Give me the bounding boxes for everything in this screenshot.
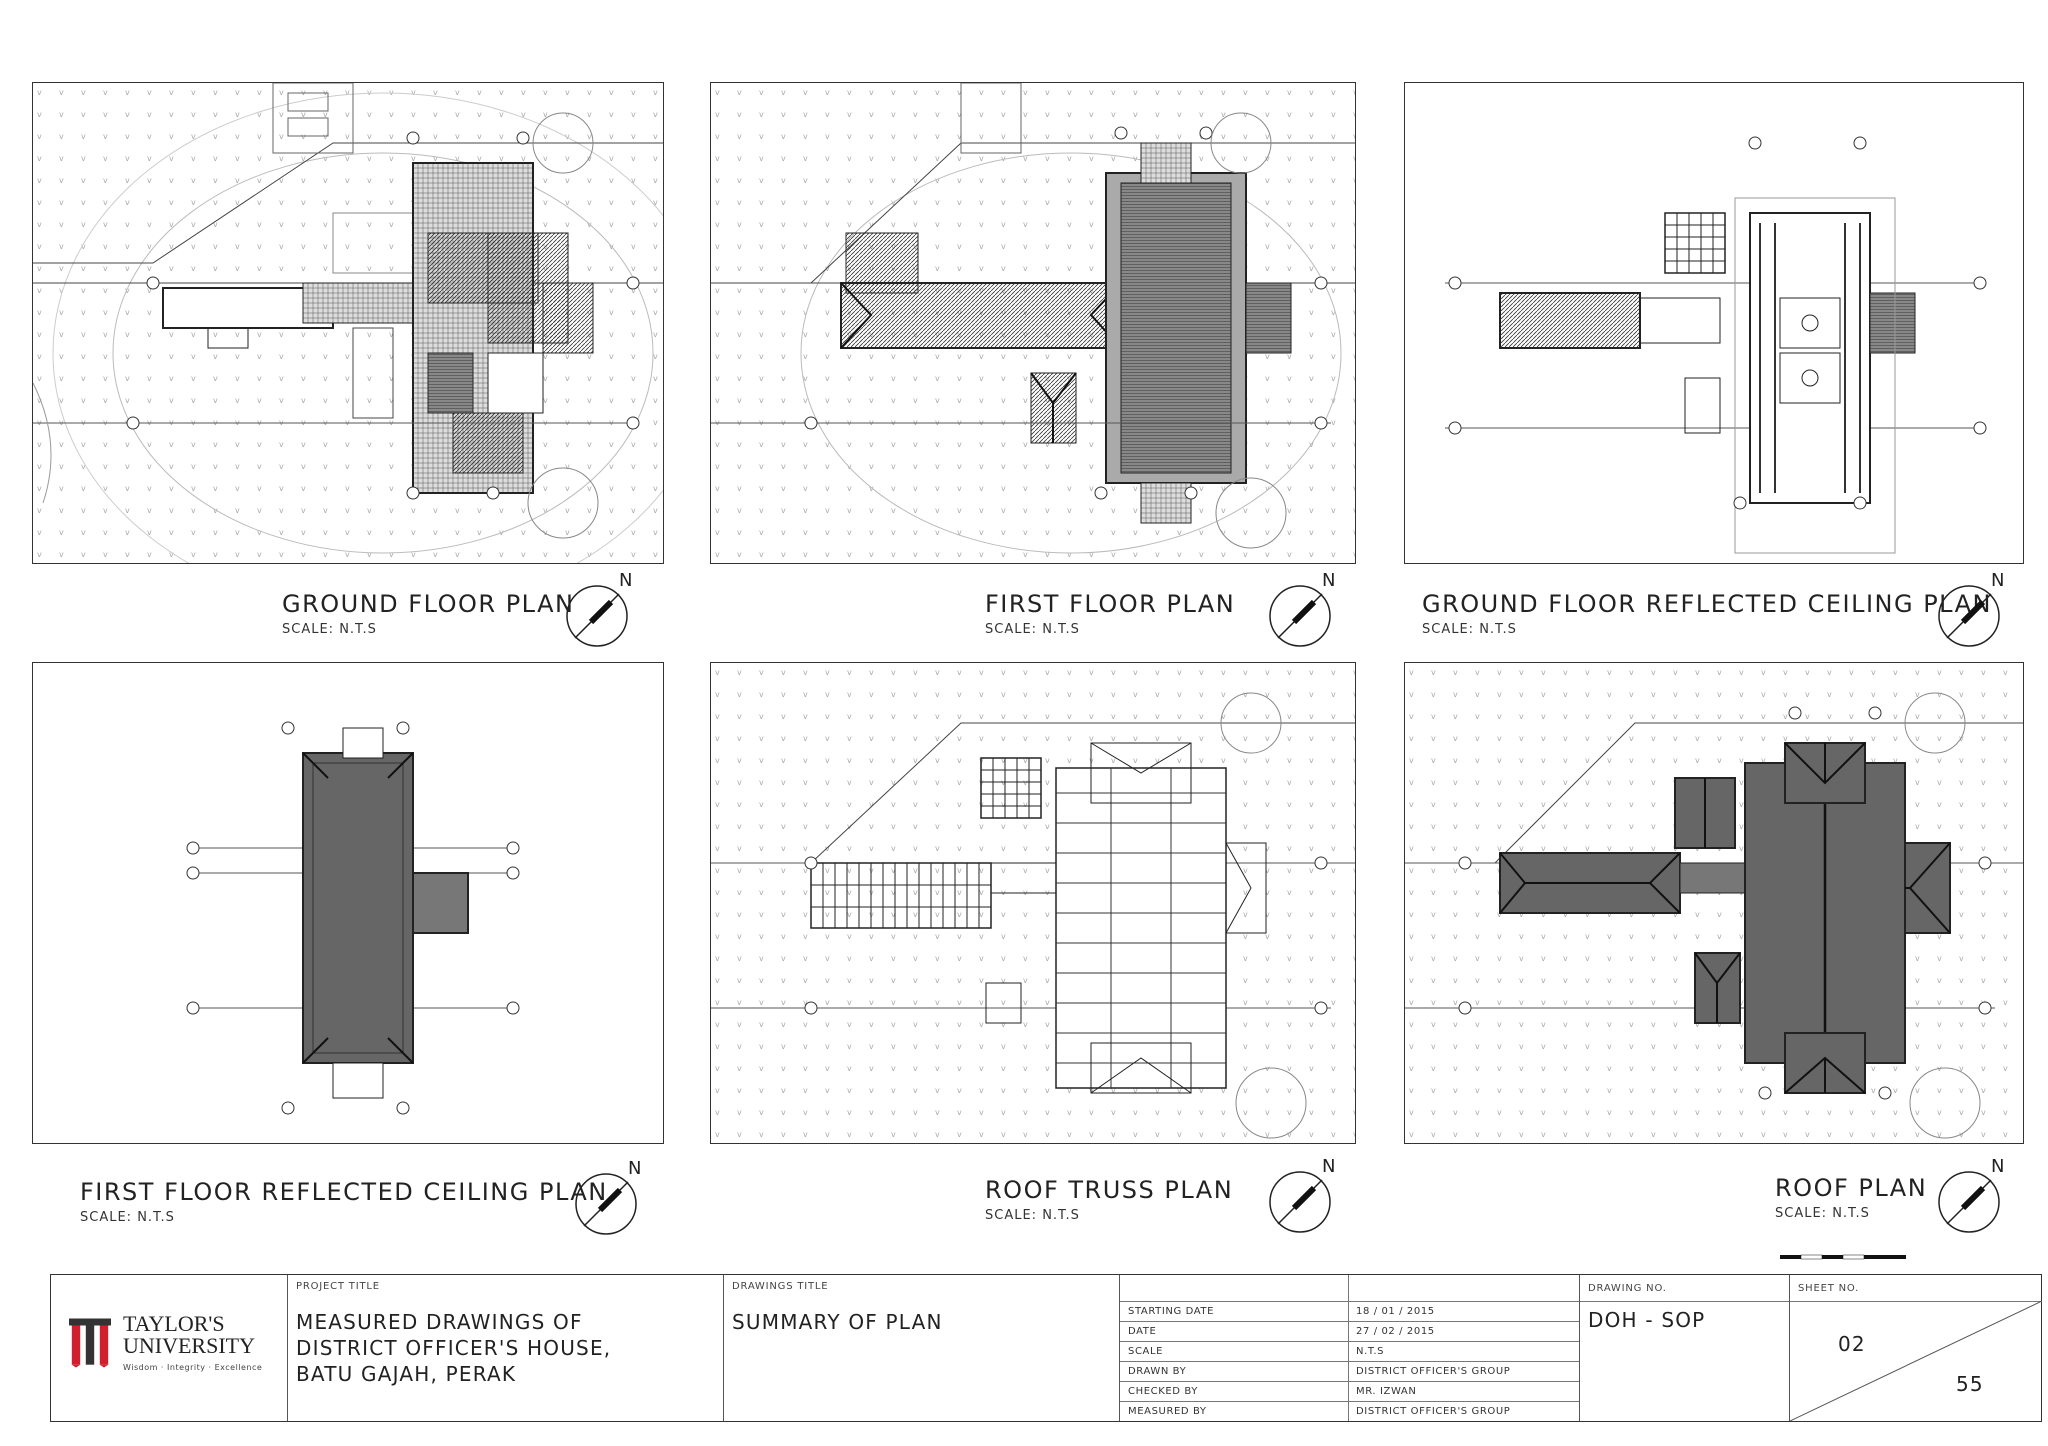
plan-scale-roof-truss: SCALE: N.T.S <box>985 1208 1080 1223</box>
project-title-cell: PROJECT TITLE MEASURED DRAWINGS OF DISTR… <box>287 1275 724 1421</box>
drawings-title-label: DRAWINGS TITLE <box>732 1281 829 1292</box>
info-value: 18 / 01 / 2015 <box>1356 1306 1435 1317</box>
north-label: N <box>1991 570 2004 591</box>
info-label: DATE <box>1128 1326 1157 1337</box>
sheet-divider <box>1790 1301 2042 1421</box>
info-value: DISTRICT OFFICER'S GROUP <box>1356 1406 1511 1417</box>
roof-plan-svg <box>1405 663 2023 1143</box>
plan-scale-ground-floor: SCALE: N.T.S <box>282 622 377 637</box>
plan-title-roof: ROOF PLAN <box>1775 1174 1928 1202</box>
ground-floor-rcp-drawing <box>1404 82 2024 564</box>
north-arrow-icon: N <box>568 1158 644 1242</box>
project-title-label: PROJECT TITLE <box>296 1281 380 1292</box>
drawings-title-cell: DRAWINGS TITLE SUMMARY OF PLAN <box>723 1275 1120 1421</box>
drawing-no: DOH - SOP <box>1588 1308 1706 1332</box>
plan-title-roof-truss: ROOF TRUSS PLAN <box>985 1176 1234 1204</box>
plan-scale-first-floor-rcp: SCALE: N.T.S <box>80 1210 175 1225</box>
info-label: MEASURED BY <box>1128 1406 1207 1417</box>
info-label: SCALE <box>1128 1346 1164 1357</box>
north-label: N <box>1322 570 1335 591</box>
sheet-total: 55 <box>1956 1372 1984 1396</box>
north-label: N <box>628 1158 641 1179</box>
info-label: STARTING DATE <box>1128 1306 1215 1317</box>
info-label: DRAWN BY <box>1128 1366 1187 1377</box>
north-label: N <box>619 570 632 591</box>
plan-title-ground-floor-rcp: GROUND FLOOR REFLECTED CEILING PLAN <box>1422 590 1992 618</box>
north-arrow-icon: N <box>1931 570 2007 654</box>
first-floor-rcp-svg <box>186 721 520 1115</box>
info-value: 27 / 02 / 2015 <box>1356 1326 1435 1337</box>
info-label: CHECKED BY <box>1128 1386 1198 1397</box>
plan-scale-first-floor: SCALE: N.T.S <box>985 622 1080 637</box>
sheet-no: 02 <box>1838 1332 1866 1356</box>
sheet-no-label: SHEET NO. <box>1798 1283 1860 1294</box>
plan-title-first-floor-rcp: FIRST FLOOR REFLECTED CEILING PLAN <box>80 1178 608 1206</box>
north-label: N <box>1991 1156 2004 1177</box>
sheet-no-cell: SHEET NO. 02 55 <box>1789 1275 2042 1421</box>
info-row-starting-date: STARTING DATE 18 / 01 / 2015 <box>1120 1301 1580 1322</box>
first-floor-rcp-drawing <box>32 662 664 1144</box>
graphic-scale-bar <box>1780 1246 1906 1260</box>
info-row-checked-by: CHECKED BY MR. IZWAN <box>1120 1381 1580 1402</box>
drawing-no-label: DRAWING NO. <box>1588 1283 1667 1294</box>
first-floor-plan-svg <box>711 83 1355 563</box>
roof-truss-plan-drawing <box>710 662 1356 1144</box>
info-row-measured-by: MEASURED BY DISTRICT OFFICER'S GROUP <box>1120 1401 1580 1422</box>
info-value: DISTRICT OFFICER'S GROUP <box>1356 1366 1511 1377</box>
title-block: TAYLOR'S UNIVERSITY Wisdom · Integrity ·… <box>50 1274 2042 1422</box>
drawings-title: SUMMARY OF PLAN <box>732 1310 943 1334</box>
university-logo: TAYLOR'S UNIVERSITY Wisdom · Integrity ·… <box>51 1275 287 1421</box>
north-arrow-icon: N <box>1931 1156 2007 1240</box>
ground-floor-rcp-svg <box>1445 136 1987 554</box>
north-arrow-icon: N <box>1262 1156 1338 1240</box>
project-title-line-1: MEASURED DRAWINGS OF <box>296 1310 583 1334</box>
plan-scale-ground-floor-rcp: SCALE: N.T.S <box>1422 622 1517 637</box>
university-crest-icon <box>69 1318 111 1368</box>
plan-scale-roof: SCALE: N.T.S <box>1775 1206 1870 1221</box>
info-row-scale: SCALE N.T.S <box>1120 1341 1580 1362</box>
logo-name: TAYLOR'S <box>123 1311 225 1336</box>
info-row-drawn-by: DRAWN BY DISTRICT OFFICER'S GROUP <box>1120 1361 1580 1382</box>
project-title-line-3: BATU GAJAH, PERAK <box>296 1362 517 1386</box>
plan-title-first-floor: FIRST FLOOR PLAN <box>985 590 1236 618</box>
info-table: STARTING DATE 18 / 01 / 2015 DATE 27 / 02 … <box>1119 1275 1580 1421</box>
logo-tagline: Wisdom · Integrity · Excellence <box>123 1363 263 1372</box>
north-arrow-icon: N <box>1262 570 1338 654</box>
info-row-date: DATE 27 / 02 / 2015 <box>1120 1321 1580 1342</box>
roof-plan-drawing <box>1404 662 2024 1144</box>
info-value: MR. IZWAN <box>1356 1386 1417 1397</box>
north-label: N <box>1322 1156 1335 1177</box>
project-title-line-2: DISTRICT OFFICER'S HOUSE, <box>296 1336 612 1360</box>
first-floor-plan-drawing <box>710 82 1356 564</box>
ground-floor-plan-svg: v <box>33 83 663 563</box>
north-arrow-icon: N <box>559 570 635 654</box>
drawing-no-cell: DRAWING NO. DOH - SOP <box>1579 1275 1790 1421</box>
ground-floor-plan-drawing: v <box>32 82 664 564</box>
info-value: N.T.S <box>1356 1346 1385 1357</box>
plan-title-ground-floor: GROUND FLOOR PLAN <box>282 590 575 618</box>
roof-truss-plan-svg <box>711 663 1355 1143</box>
logo-name-2: UNIVERSITY <box>123 1333 255 1358</box>
